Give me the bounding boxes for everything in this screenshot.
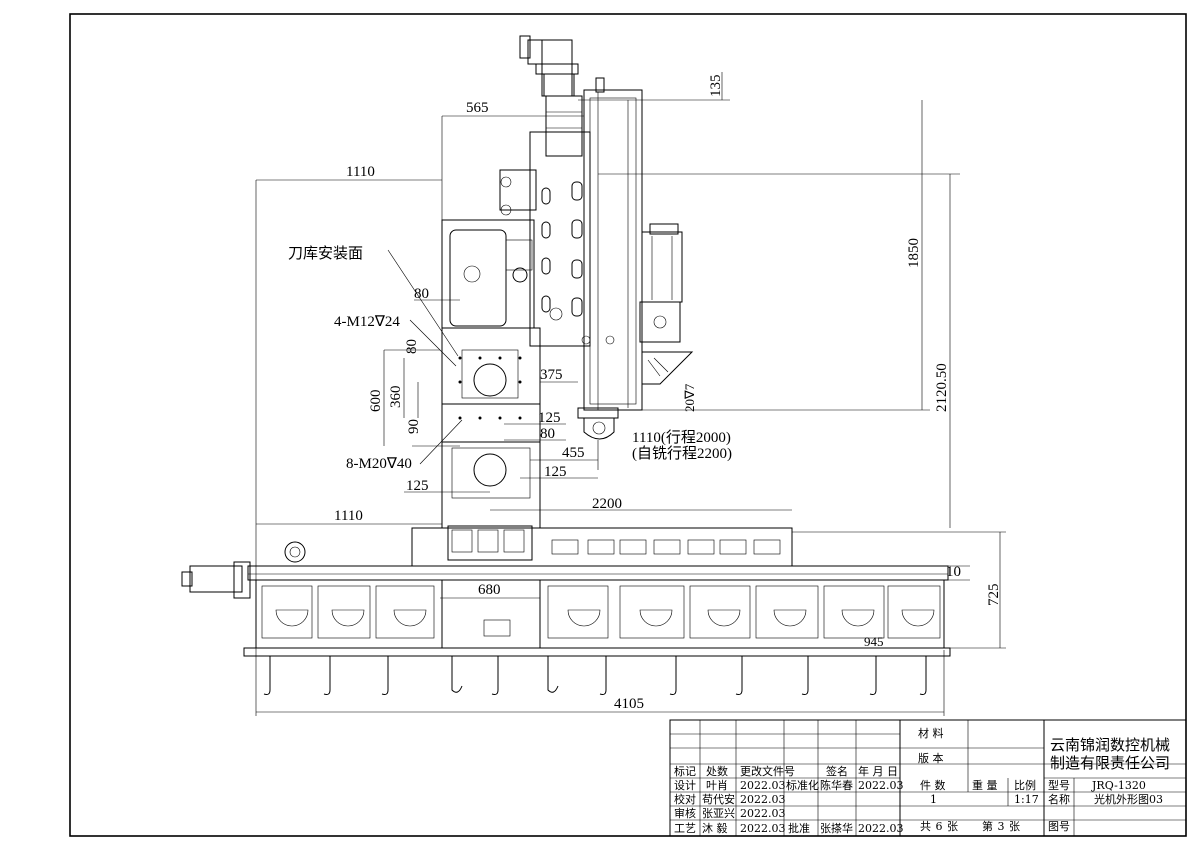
tb-h-sign: 签名 (826, 764, 848, 778)
tb-sheet-no: 第 3 张 (982, 819, 1021, 833)
dim-135: 135 (708, 75, 724, 98)
tb-name-label: 名称 (1048, 792, 1070, 806)
tb-company-line1: 云南锦润数控机械 (1050, 736, 1170, 754)
dim-680: 680 (478, 582, 501, 598)
dim-20: 20∇7 (682, 383, 697, 412)
tb-company-line2: 制造有限责任公司 (1050, 754, 1170, 772)
tb-h-mark: 标记 (674, 764, 696, 778)
dim-375: 375 (540, 367, 563, 383)
tb-design: 设计 (674, 779, 696, 792)
tb-check-name: 苟代安 (702, 792, 735, 806)
dim-360: 360 (388, 386, 404, 409)
dim-945: 945 (864, 634, 884, 649)
tb-model-value: JRQ-1320 (1091, 779, 1146, 792)
dim-1110-top: 1110 (346, 164, 375, 180)
tb-design-name: 叶肖 (706, 778, 728, 792)
travel-2: (自铣行程2200) (632, 445, 732, 462)
tb-process-name: 沐 毅 (702, 821, 728, 835)
machine-base (181, 525, 951, 695)
tb-version: 版 本 (918, 751, 944, 765)
tb-check-date: 2022.03 (740, 793, 786, 806)
dim-80-a: 80 (414, 286, 429, 302)
tb-sheets: 共 6 张 (920, 820, 959, 833)
label-m20: 8-M20∇40 (346, 456, 412, 472)
tb-ratio-value: 1:17 (1014, 793, 1039, 806)
tb-approve-date: 2022.03 (858, 822, 904, 835)
tb-drawing-no: 图号 (1048, 820, 1070, 833)
label-tool-mount: 刀库安装面 (288, 245, 363, 262)
tb-approve-name: 张搽华 (820, 821, 853, 835)
tb-review-date: 2022.03 (740, 807, 786, 820)
tb-ratio: 比例 (1014, 778, 1036, 792)
dim-80-c: 80 (540, 426, 555, 442)
tb-pieces-value: 1 (930, 793, 937, 806)
travel-1: 1110(行程2000) (632, 429, 731, 446)
dim-565: 565 (466, 100, 489, 116)
dim-2200: 2200 (592, 496, 622, 512)
dim-80-b: 80 (404, 339, 420, 354)
tb-std-name: 陈华春 (820, 778, 853, 792)
tb-weight: 重 量 (972, 778, 998, 792)
tb-std: 标准化 (786, 778, 819, 792)
dimension-lines (255, 72, 1006, 716)
dim-90: 90 (406, 419, 422, 434)
dim-1850: 1850 (906, 238, 922, 268)
tb-pieces: 件 数 (920, 779, 946, 792)
tb-h-date: 年 月 日 (858, 764, 898, 778)
dim-600: 600 (368, 390, 384, 413)
dim-455: 455 (562, 445, 585, 461)
title-block (669, 719, 1187, 837)
label-m12: 4-M12∇24 (334, 314, 400, 330)
tb-material: 材 料 (918, 726, 944, 740)
tb-process-date: 2022.03 (740, 822, 786, 835)
tb-model-label: 型号 (1048, 778, 1070, 792)
dim-125-b: 125 (544, 464, 567, 480)
drawing-frame (69, 13, 1187, 837)
dim-10: 10 (946, 564, 961, 580)
tb-approve: 批准 (788, 821, 810, 835)
dim-725: 725 (986, 584, 1002, 607)
tb-check: 校对 (674, 792, 696, 806)
tb-name-value: 光机外形图03 (1094, 792, 1163, 806)
tb-process: 工艺 (674, 822, 696, 835)
dim-125-c: 125 (406, 478, 429, 494)
tb-std-date: 2022.03 (858, 779, 904, 792)
tb-review-name: 张亚兴 (702, 807, 735, 820)
tb-review: 审核 (674, 806, 696, 820)
dim-2120: 2120.50 (934, 363, 950, 412)
dim-125-a: 125 (538, 410, 561, 426)
dim-1110-mid: 1110 (334, 508, 363, 524)
bolt-holes (458, 356, 522, 420)
tb-h-count: 处数 (706, 765, 728, 778)
dim-4105: 4105 (614, 696, 644, 712)
tb-design-date: 2022.03 (740, 779, 786, 792)
tb-h-change: 更改文件号 (740, 764, 795, 778)
